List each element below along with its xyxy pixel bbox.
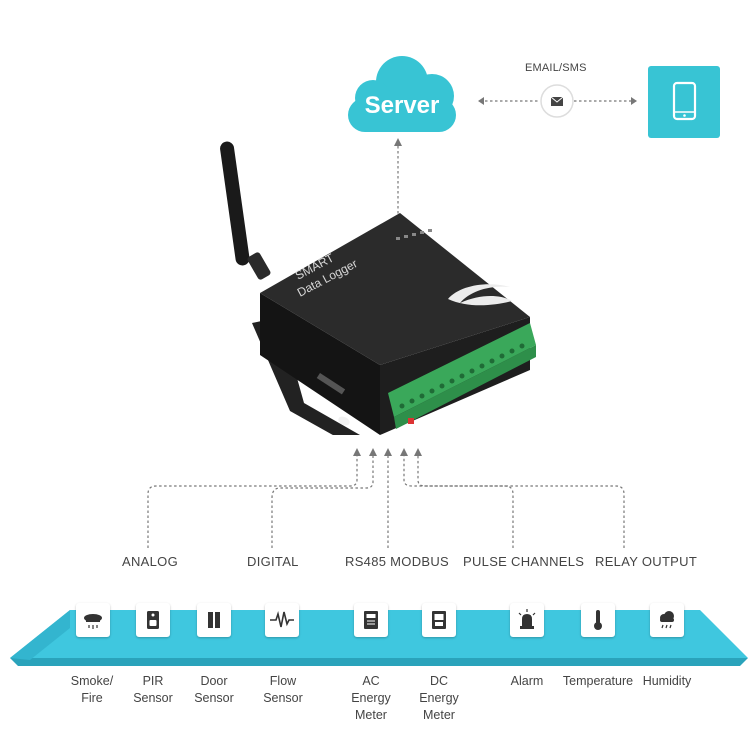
sensor-tile-pir — [136, 603, 170, 637]
sensor-tile-alarm — [510, 603, 544, 637]
mobile-phone-tile — [648, 66, 720, 138]
sensor-label-line: Energy — [351, 691, 391, 705]
input-connectors — [147, 448, 625, 548]
uplink-arrow — [394, 138, 402, 214]
sensor-tile-temperature — [581, 603, 615, 637]
sensor-label-line: PIR — [142, 674, 164, 688]
sensor-label-smoke: Smoke/ Fire — [52, 673, 132, 707]
terminal-block — [388, 323, 536, 429]
sensor-tile-door — [197, 603, 231, 637]
sensor-tile-dc-meter — [422, 603, 456, 637]
status-leds — [396, 229, 432, 240]
sensor-label-line: Flow — [269, 674, 297, 688]
humidity-cloud-icon — [660, 611, 674, 629]
sensor-label-line: Energy — [419, 691, 459, 705]
sensor-label-line: AC — [362, 674, 380, 688]
email-sms-label: EMAIL/SMS — [525, 62, 587, 74]
sensor-label-ac-meter: AC Energy Meter — [331, 673, 411, 724]
mobile-phone-icon — [672, 81, 697, 121]
dc-meter-icon — [432, 611, 446, 629]
sensor-label-line: Sensor — [133, 691, 173, 705]
channel-analog: ANALOG — [122, 554, 178, 569]
channel-rs485-modbus: RS485 MODBUS — [345, 554, 450, 569]
sensor-label-alarm: Alarm — [487, 673, 567, 690]
sensor-label-line: Door — [200, 674, 228, 688]
sensor-label-line: Meter — [423, 708, 455, 722]
server-cloud: Server — [348, 56, 456, 132]
envelope-icon — [550, 96, 564, 106]
sensor-label-line: Temperature — [562, 674, 634, 688]
smoke-detector-icon — [84, 614, 102, 629]
channel-digital: DIGITAL — [247, 554, 299, 569]
sensor-label-line: Fire — [81, 691, 103, 705]
thermometer-icon — [594, 610, 602, 630]
channel-relay-output: RELAY OUTPUT — [595, 554, 698, 569]
sensor-label-line: Meter — [355, 708, 387, 722]
flow-wave-icon — [270, 611, 294, 628]
sensor-label-flow: Flow Sensor — [243, 673, 323, 707]
channel-pulse-channels: PULSE CHANNELS — [463, 554, 585, 569]
antenna — [220, 141, 271, 280]
sensor-tile-humidity — [650, 603, 684, 637]
alarm-light-icon — [518, 609, 536, 629]
sensor-tile-ac-meter — [354, 603, 388, 637]
sensor-label-dc-meter: DC Energy Meter — [399, 673, 479, 724]
sensor-label-door: Door Sensor — [174, 673, 254, 707]
sensor-label-temperature: Temperature — [558, 673, 638, 690]
server-label: Server — [365, 92, 440, 119]
sensor-label-line: DC — [429, 674, 449, 688]
sensor-label-pir: PIR Sensor — [113, 673, 193, 707]
door-sensor-icon — [208, 612, 220, 628]
email-sms-link — [478, 84, 637, 118]
sensor-label-line: Alarm — [510, 674, 544, 688]
sensor-label-line: Smoke/ — [70, 674, 114, 688]
sensor-tile-smoke — [76, 603, 110, 637]
brand-logo — [448, 284, 512, 306]
data-logger-device: SMART Data Logger — [220, 141, 536, 435]
sensor-label-line: Sensor — [263, 691, 303, 705]
pir-sensor-icon — [147, 611, 159, 629]
sensor-label-line: Humidity — [642, 674, 692, 688]
sensor-label-line: Sensor — [194, 691, 234, 705]
sensor-label-humidity: Humidity — [627, 673, 707, 690]
ac-meter-icon — [364, 611, 378, 629]
sensor-tile-flow — [265, 603, 299, 637]
